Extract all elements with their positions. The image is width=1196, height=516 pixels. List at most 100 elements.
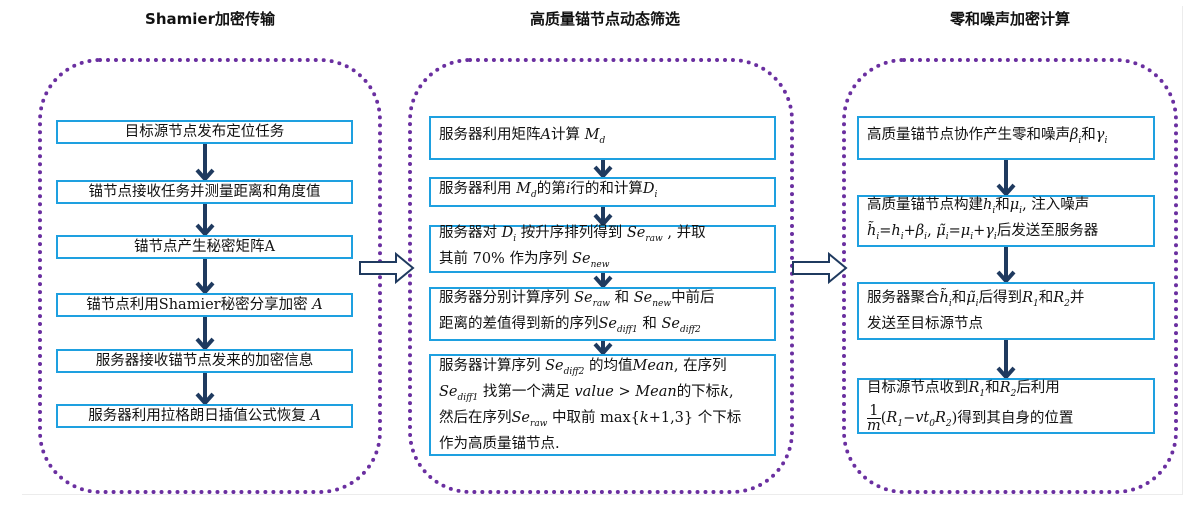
down-arrow-icon (996, 247, 1016, 282)
text-segment: = (948, 223, 961, 239)
down-arrow-icon (593, 341, 612, 354)
math-symbol: Seraw (626, 225, 663, 244)
step-line: Sediff1 找第一个满足 value > Mean的下标k, (439, 382, 766, 408)
step-line: 服务器利用拉格朗日插值公式恢复 A (88, 406, 321, 426)
text-segment: 目标源节点收到 (867, 379, 969, 396)
math-symbol: R2 (999, 379, 1017, 399)
text-segment: − (903, 410, 916, 427)
text-segment: 的第 (536, 181, 566, 198)
panel-zero-sum-noise (842, 58, 1178, 494)
step-line: 距离的差值得到新的序列Sediff1 和 Sediff2 (439, 314, 766, 340)
math-symbol: βi (915, 223, 928, 242)
text-segment: , 注入噪声 (1022, 197, 1090, 214)
math-symbol: h̃i (867, 223, 880, 242)
text-segment: 作为高质量锚节点. (439, 435, 560, 452)
math-symbol: R1 (1022, 290, 1039, 309)
down-arrow-icon (593, 273, 612, 287)
step-line: 高质量锚节点协作产生零和噪声βi和γi (867, 125, 1145, 151)
text-segment: 高质量锚节点协作产生零和噪声 (867, 127, 1070, 144)
math-symbol: Di (642, 181, 658, 200)
down-arrow-icon (195, 317, 214, 349)
text-segment: 和 (1081, 127, 1096, 144)
math-symbol: Mean (632, 358, 674, 375)
text-segment: 中取前 max{ (547, 409, 640, 426)
text-segment: 后发送至服务器 (996, 223, 1099, 239)
math-symbol: k (639, 409, 649, 426)
panel-anchor-selection (408, 58, 794, 494)
math-symbol: R1 (886, 410, 904, 430)
text-segment: = (879, 223, 892, 239)
title-zero-sum-noise: 零和噪声加密计算 (949, 10, 1070, 28)
down-arrow-icon (195, 259, 214, 293)
text-segment: , (728, 384, 734, 401)
math-symbol: βi (1070, 127, 1082, 146)
text-segment: , (927, 223, 937, 239)
text-segment: 服务器利用拉格朗日插值公式恢复 (88, 408, 311, 424)
step-line: 高质量锚节点构建hi和μi, 注入噪声 (867, 195, 1145, 221)
shamier-step-4: 锚节点利用Shamier秘密分享加密 A (56, 293, 353, 317)
math-symbol: A (310, 408, 321, 424)
hollow-arrow-icon (359, 251, 415, 285)
text-segment: 找第一个满足 (478, 384, 575, 401)
math-symbol: Sediff1 (439, 384, 479, 403)
step-line: 锚节点接收任务并测量距离和角度值 (89, 182, 321, 202)
text-segment: 服务器接收锚节点发来的加密信息 (95, 353, 314, 369)
down-arrow-icon (996, 160, 1016, 195)
math-symbol: γi (985, 223, 997, 242)
text-segment: 并 (1069, 290, 1085, 307)
text-segment: )得到其自身的位置 (951, 410, 1074, 427)
text-segment: 高质量锚节点构建 (867, 197, 983, 214)
math-symbol: R2 (1053, 290, 1070, 309)
shamier-step-1: 目标源节点发布定位任务 (56, 120, 353, 144)
step-line: 目标源节点发布定位任务 (125, 122, 285, 142)
math-symbol: Sediff1 (598, 316, 638, 335)
text-segment: 和 (985, 379, 1000, 396)
text-segment: 和 (610, 290, 634, 307)
math-symbol: μi (1009, 197, 1023, 216)
down-arrow-icon (996, 340, 1016, 378)
text-segment: 其前 70% 作为序列 (439, 251, 573, 267)
step-line: 其前 70% 作为序列 Senew (439, 249, 766, 275)
text-segment: +1,3} 个下标 (648, 409, 742, 426)
text-segment: 后利用 (1016, 379, 1060, 396)
text-segment: 和 (637, 316, 662, 332)
text-segment: 然后在序列 (439, 409, 512, 426)
step-line: 服务器计算序列 Sediff2 的均值Mean, 在序列 (439, 356, 766, 382)
selection-step-3: 服务器对 Di 按升序排列得到 Seraw , 并取其前 70% 作为序列 Se… (429, 225, 776, 273)
math-symbol: μ̃i (966, 290, 979, 309)
math-symbol: hi (891, 223, 904, 242)
down-arrow-icon (195, 204, 214, 235)
panel-shamier (38, 58, 382, 494)
title-anchor-selection: 高质量锚节点动态筛选 (529, 10, 680, 28)
text-segment: 中前后 (671, 290, 715, 307)
math-symbol: Md (584, 127, 606, 146)
text-segment: 距离的差值得到新的序列 (439, 316, 599, 332)
text-segment: > (613, 384, 636, 401)
math-symbol: Mean (635, 384, 677, 401)
math-symbol: R1 (968, 379, 986, 399)
text-segment: 的下标 (676, 384, 721, 401)
text-segment: 和 (1038, 290, 1054, 307)
step-line: 作为高质量锚节点. (439, 434, 766, 454)
math-symbol: Md (516, 181, 537, 200)
text-segment: 锚节点产生秘密矩阵A (134, 239, 275, 255)
down-arrow-icon (195, 373, 214, 404)
selection-step-4: 服务器分别计算序列 Seraw 和 Senew中前后距离的差值得到新的序列Sed… (429, 287, 776, 341)
text-segment: 的均值 (584, 358, 633, 375)
text-segment: 行的和计算 (570, 181, 643, 198)
math-symbol: μi (960, 223, 974, 242)
text-segment: 服务器计算序列 (439, 358, 546, 375)
math-symbol: A (312, 297, 323, 313)
text-segment: 后得到 (978, 290, 1023, 307)
math-symbol: value (574, 384, 614, 401)
down-arrow-icon (195, 144, 214, 180)
math-symbol: Senew (572, 251, 610, 270)
text-segment: , 在序列 (673, 358, 727, 375)
text-segment: 服务器分别计算序列 (439, 290, 575, 307)
text-segment: 服务器对 (439, 225, 502, 242)
